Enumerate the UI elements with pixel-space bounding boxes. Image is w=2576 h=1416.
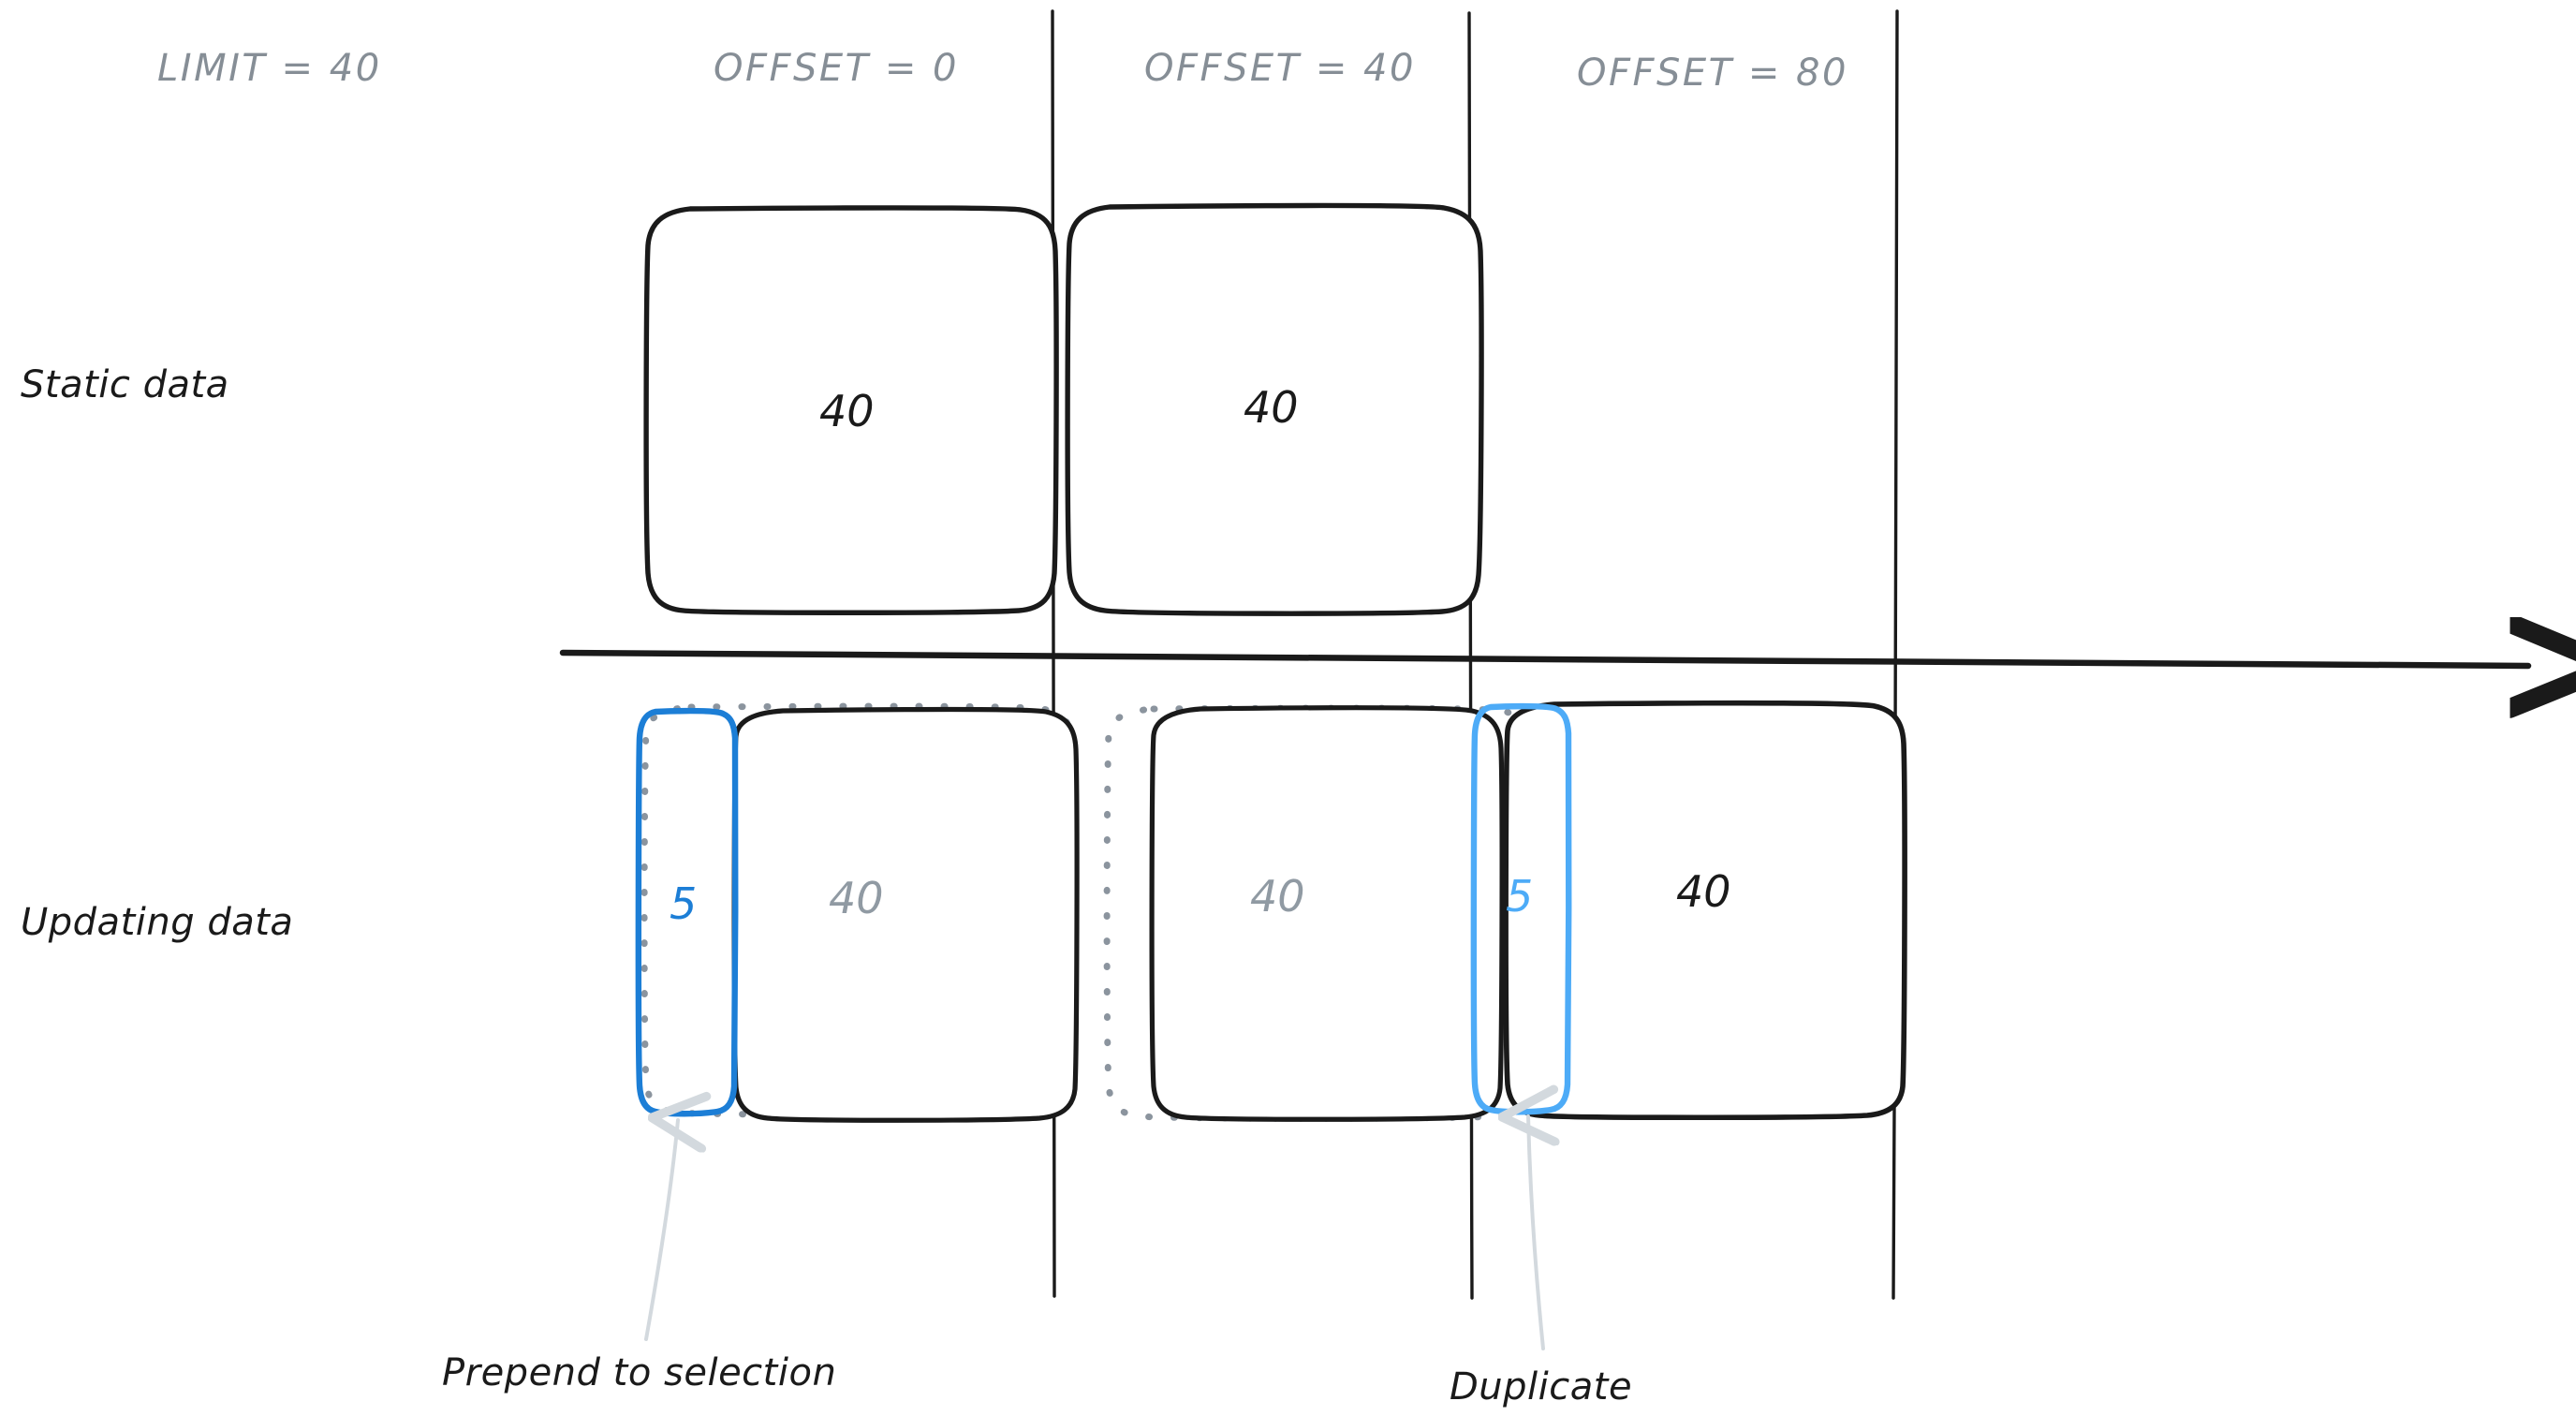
static-box-2 bbox=[1065, 202, 1484, 616]
static-box-2-value: 40 bbox=[1244, 382, 1299, 433]
updating-box-40-b bbox=[1149, 705, 1505, 1122]
new-chunk-prepend-value: 5 bbox=[670, 878, 698, 929]
static-box-1-value: 40 bbox=[819, 386, 875, 436]
column-header-offset-40: OFFSET = 40 bbox=[1144, 47, 1416, 90]
timeline-axis-arrow bbox=[559, 653, 2528, 666]
annotation-arrow-prepend bbox=[644, 1120, 678, 1341]
updating-box-40-a-value: 40 bbox=[829, 873, 884, 923]
annotation-arrows bbox=[644, 1116, 1543, 1350]
updating-box-40-b-value: 40 bbox=[1250, 871, 1305, 922]
updating-box-40-a bbox=[731, 706, 1080, 1123]
new-chunk-duplicate-value: 5 bbox=[1506, 871, 1534, 922]
updating-row-boxes bbox=[731, 700, 1907, 1123]
ghost-box-2 bbox=[1103, 704, 1537, 1122]
row-label-static-data: Static data bbox=[21, 363, 229, 406]
static-box-1 bbox=[643, 205, 1059, 615]
updating-box-40-c bbox=[1503, 700, 1907, 1121]
limit-label: LIMIT = 40 bbox=[157, 47, 382, 90]
column-header-offset-80: OFFSET = 80 bbox=[1577, 52, 1848, 95]
annotation-label-duplicate: Duplicate bbox=[1450, 1365, 1633, 1409]
new-chunk-prepend bbox=[635, 707, 739, 1117]
annotation-arrow-duplicate bbox=[1528, 1116, 1543, 1350]
row-label-updating-data: Updating data bbox=[21, 901, 294, 944]
column-header-offset-0: OFFSET = 0 bbox=[714, 47, 959, 90]
annotation-label-prepend: Prepend to selection bbox=[442, 1351, 837, 1394]
updating-box-40-c-value: 40 bbox=[1676, 866, 1731, 917]
static-row-boxes bbox=[643, 202, 1484, 616]
